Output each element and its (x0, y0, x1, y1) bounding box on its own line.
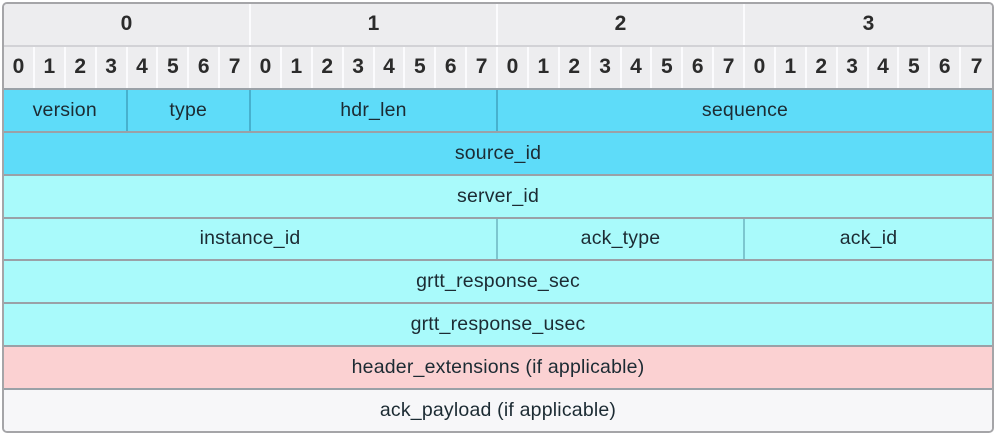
field-cell: sequence (498, 89, 992, 131)
bit-cell: 5 (899, 46, 931, 88)
bit-cell: 6 (436, 46, 468, 88)
bit-cell: 1 (775, 46, 807, 88)
bit-cell: 7 (467, 46, 498, 88)
field-row: server_id (4, 173, 992, 217)
byte-group-cell: 1 (251, 4, 498, 45)
field-cell: ack_id (745, 218, 992, 260)
field-row: grtt_response_usec (4, 302, 992, 346)
bit-cell: 2 (65, 46, 97, 88)
field-cell: header_extensions (if applicable) (4, 347, 992, 389)
byte-group-cell: 2 (498, 4, 745, 45)
field-cell: instance_id (4, 218, 498, 260)
bit-cell: 6 (189, 46, 221, 88)
bit-cell: 1 (528, 46, 560, 88)
bit-cell: 2 (559, 46, 591, 88)
bit-cell: 0 (251, 46, 282, 88)
bit-cell: 0 (745, 46, 776, 88)
field-cell: grtt_response_sec (4, 261, 992, 303)
byte-group-cell: 0 (4, 4, 251, 45)
field-cell: ack_type (498, 218, 745, 260)
bit-cell: 4 (868, 46, 900, 88)
byte-group-cell: 3 (745, 4, 992, 45)
bit-cell: 3 (837, 46, 869, 88)
field-cell: server_id (4, 175, 992, 217)
bit-cell: 6 (683, 46, 715, 88)
bit-cell: 3 (343, 46, 375, 88)
field-cell: type (127, 89, 251, 131)
bit-cell: 2 (312, 46, 344, 88)
bit-cell: 5 (405, 46, 437, 88)
bit-cell: 0 (498, 46, 529, 88)
field-cell: grtt_response_usec (4, 304, 992, 346)
field-cell: ack_payload (if applicable) (4, 390, 992, 431)
bit-cell: 4 (374, 46, 406, 88)
field-cell: source_id (4, 132, 992, 174)
bit-cell: 1 (281, 46, 313, 88)
bit-cell: 5 (652, 46, 684, 88)
bit-cell: 3 (96, 46, 128, 88)
bit-cell: 2 (806, 46, 838, 88)
field-cell: version (4, 89, 128, 131)
bit-cell: 0 (4, 46, 35, 88)
bit-cell: 6 (930, 46, 962, 88)
field-row: grtt_response_sec (4, 259, 992, 303)
bit-cell: 7 (220, 46, 251, 88)
field-row: source_id (4, 130, 992, 174)
bit-cell: 4 (127, 46, 159, 88)
bit-cell: 7 (961, 46, 992, 88)
bit-cell: 4 (621, 46, 653, 88)
field-row: ack_payload (if applicable) (4, 388, 992, 431)
field-row: header_extensions (if applicable) (4, 345, 992, 389)
bit-cell: 3 (590, 46, 622, 88)
bit-cell: 7 (714, 46, 745, 88)
bit-cell: 5 (158, 46, 190, 88)
field-cell: hdr_len (251, 89, 498, 131)
bit-cell: 1 (34, 46, 66, 88)
